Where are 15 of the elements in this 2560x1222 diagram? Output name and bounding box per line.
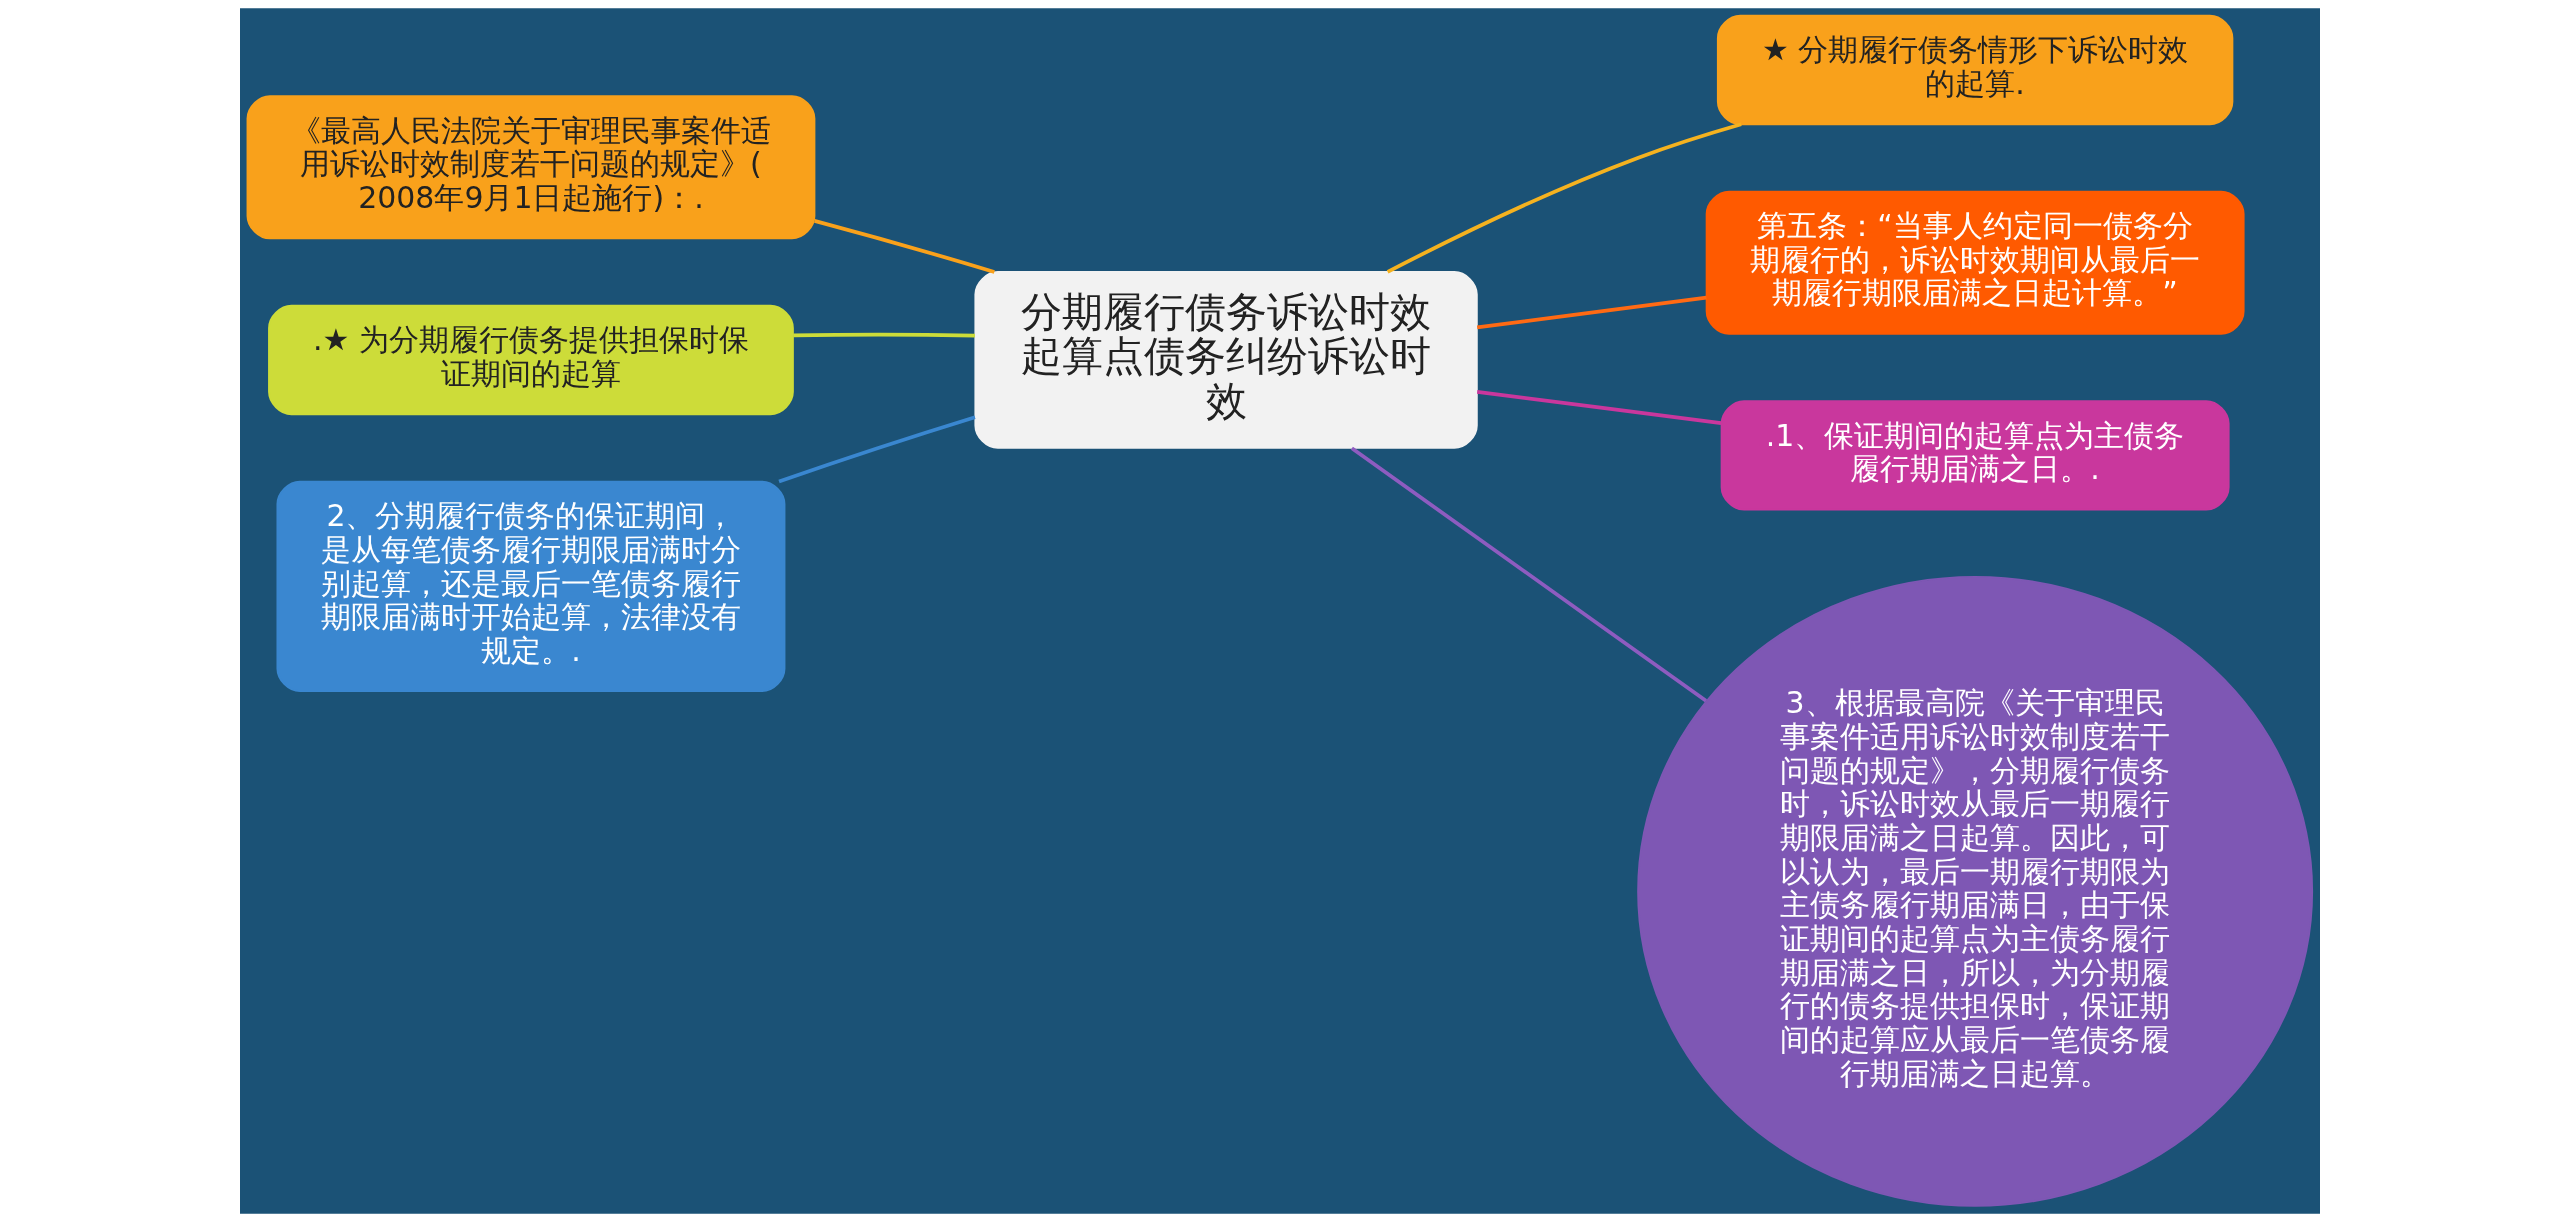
connector xyxy=(814,219,995,274)
node-box: .★ 为分期履行债务提供担保时保证期间的起算 xyxy=(268,304,794,416)
node-box: .1、保证期间的起算点为主债务履行期届满之日。. xyxy=(1720,400,2230,511)
connector xyxy=(1350,446,1708,703)
connector xyxy=(1476,295,1707,330)
connector xyxy=(778,415,976,484)
node-box: 《最高人民法院关于审理民事案件适用诉讼时效制度若干问题的规定》(2008年9月1日起施行)：. xyxy=(246,95,816,240)
node-box: 2、分期履行债务的保证期间，是从每笔债务履行期限届满时分别起算，还是最后一笔债务履行期限届满时开始起算，法律没有规定。. xyxy=(276,480,786,693)
node-circle: 3、根据最高院《关于审理民事案件适用诉讼时效制度若干问题的规定》，分期履行债务时，诉讼时效从最后一期履行期限届满之日起算。因此，可以认为，最后一期履行期限为主债务履行期届满日，由于保证期间的起算点为主债务履行期届满之日，所以，为分期履行的债务提供担保时，保证期间的起算应从最后一笔债务履行期届满之日起算。 xyxy=(1637,575,2314,1207)
connector xyxy=(1386,122,1742,274)
node-box: 第五条：“当事人约定同一债务分期履行的，诉讼时效期间从最后一期履行期限届满之日起计算。” xyxy=(1705,190,2245,335)
node-box: 分期履行债务诉讼时效起算点债务纠纷诉讼时效 xyxy=(974,271,1478,449)
node-box: ★ 分期履行债务情形下诉讼时效的起算. xyxy=(1716,14,2234,126)
connector xyxy=(793,332,975,338)
connector xyxy=(1476,390,1722,425)
